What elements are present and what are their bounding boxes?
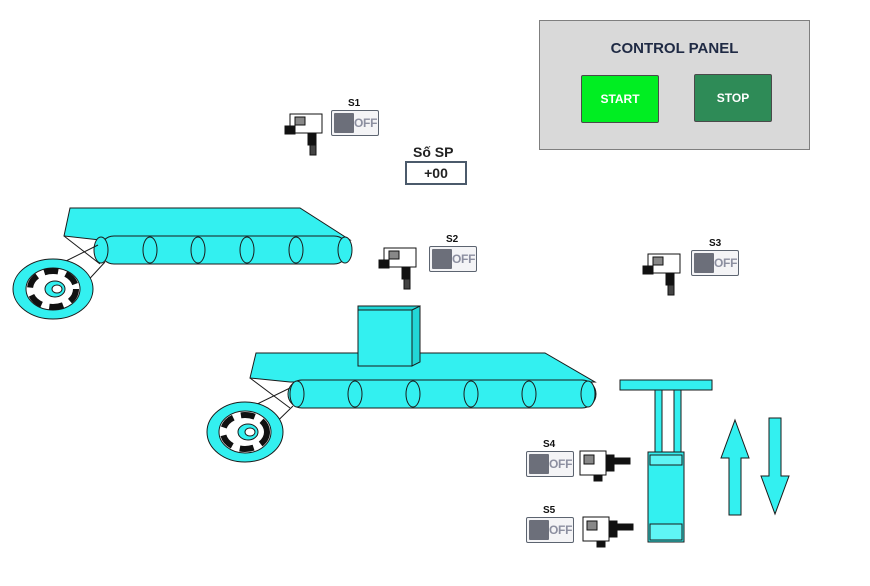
control-panel: CONTROL PANEL START STOP: [539, 20, 810, 150]
lift-cylinder: [619, 379, 713, 543]
sensor-s2-switch[interactable]: OFF: [429, 246, 477, 272]
sensor-s2-label: S2: [446, 234, 459, 245]
lower-motor-wheel: [206, 401, 284, 463]
sensor-s4-label: S4: [543, 439, 556, 450]
upper-conveyor: [59, 207, 353, 301]
sensor-s3-label: S3: [709, 238, 722, 249]
sensor-s2-icon: [378, 247, 417, 290]
stop-button[interactable]: STOP: [694, 74, 772, 122]
switch-knob: [529, 520, 549, 540]
upper-motor-wheel: [12, 258, 94, 320]
switch-knob: [334, 113, 354, 133]
up-arrow-icon: [720, 418, 750, 516]
sensor-s1-state: OFF: [354, 116, 378, 130]
switch-knob: [529, 454, 549, 474]
sensor-s1-icon: [284, 113, 323, 156]
sensor-s5-icon: [582, 516, 634, 548]
product-count-display: +00: [405, 161, 467, 185]
sensor-s4-switch[interactable]: OFF: [526, 451, 574, 477]
sensor-s5-label: S5: [543, 505, 556, 516]
control-panel-title: CONTROL PANEL: [610, 40, 739, 57]
sensor-s2-state: OFF: [452, 252, 476, 266]
sensor-s4-icon: [579, 450, 631, 482]
sensor-s5-switch[interactable]: OFF: [526, 517, 574, 543]
product-count-label: Số SP: [413, 144, 454, 160]
start-button[interactable]: START: [581, 75, 659, 123]
sensor-s3-state: OFF: [714, 256, 738, 270]
product-box: [357, 305, 421, 367]
sensor-s1-label: S1: [348, 98, 361, 109]
sensor-s4-state: OFF: [549, 457, 573, 471]
sensor-s3-icon: [642, 253, 681, 296]
sensor-s3-switch[interactable]: OFF: [691, 250, 739, 276]
down-arrow-icon: [760, 417, 790, 516]
sensor-s1-switch[interactable]: OFF: [331, 110, 379, 136]
sensor-s5-state: OFF: [549, 523, 573, 537]
switch-knob: [694, 253, 714, 273]
switch-knob: [432, 249, 452, 269]
lower-conveyor: [244, 352, 597, 441]
